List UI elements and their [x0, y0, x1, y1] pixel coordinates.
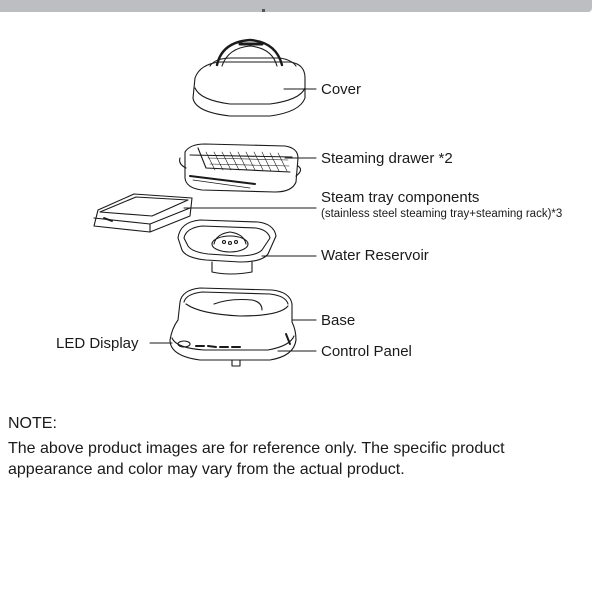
label-water-reservoir: Water Reservoir [321, 247, 429, 264]
note-body: The above product images are for referen… [8, 440, 505, 478]
label-steam-tray-detail: (stainless steel steaming tray+steaming … [321, 208, 563, 220]
cover-drawing [192, 38, 317, 117]
base-drawing [149, 287, 317, 367]
label-led-display: LED Display [56, 335, 139, 352]
header-title-fragment [262, 9, 265, 12]
header-bar [0, 0, 592, 12]
steam-tray-drawing [93, 193, 317, 233]
water-reservoir-drawing [177, 219, 317, 275]
label-steaming-drawer: Steaming drawer *2 [321, 150, 453, 167]
exploded-view-diagram [93, 38, 317, 367]
label-control-panel: Control Panel [321, 343, 412, 360]
label-base: Base [321, 312, 356, 329]
note-title: NOTE: [8, 415, 57, 432]
label-steam-tray: Steam tray components [321, 189, 480, 206]
steaming-drawer-drawing [179, 143, 317, 193]
label-cover: Cover [321, 81, 362, 98]
